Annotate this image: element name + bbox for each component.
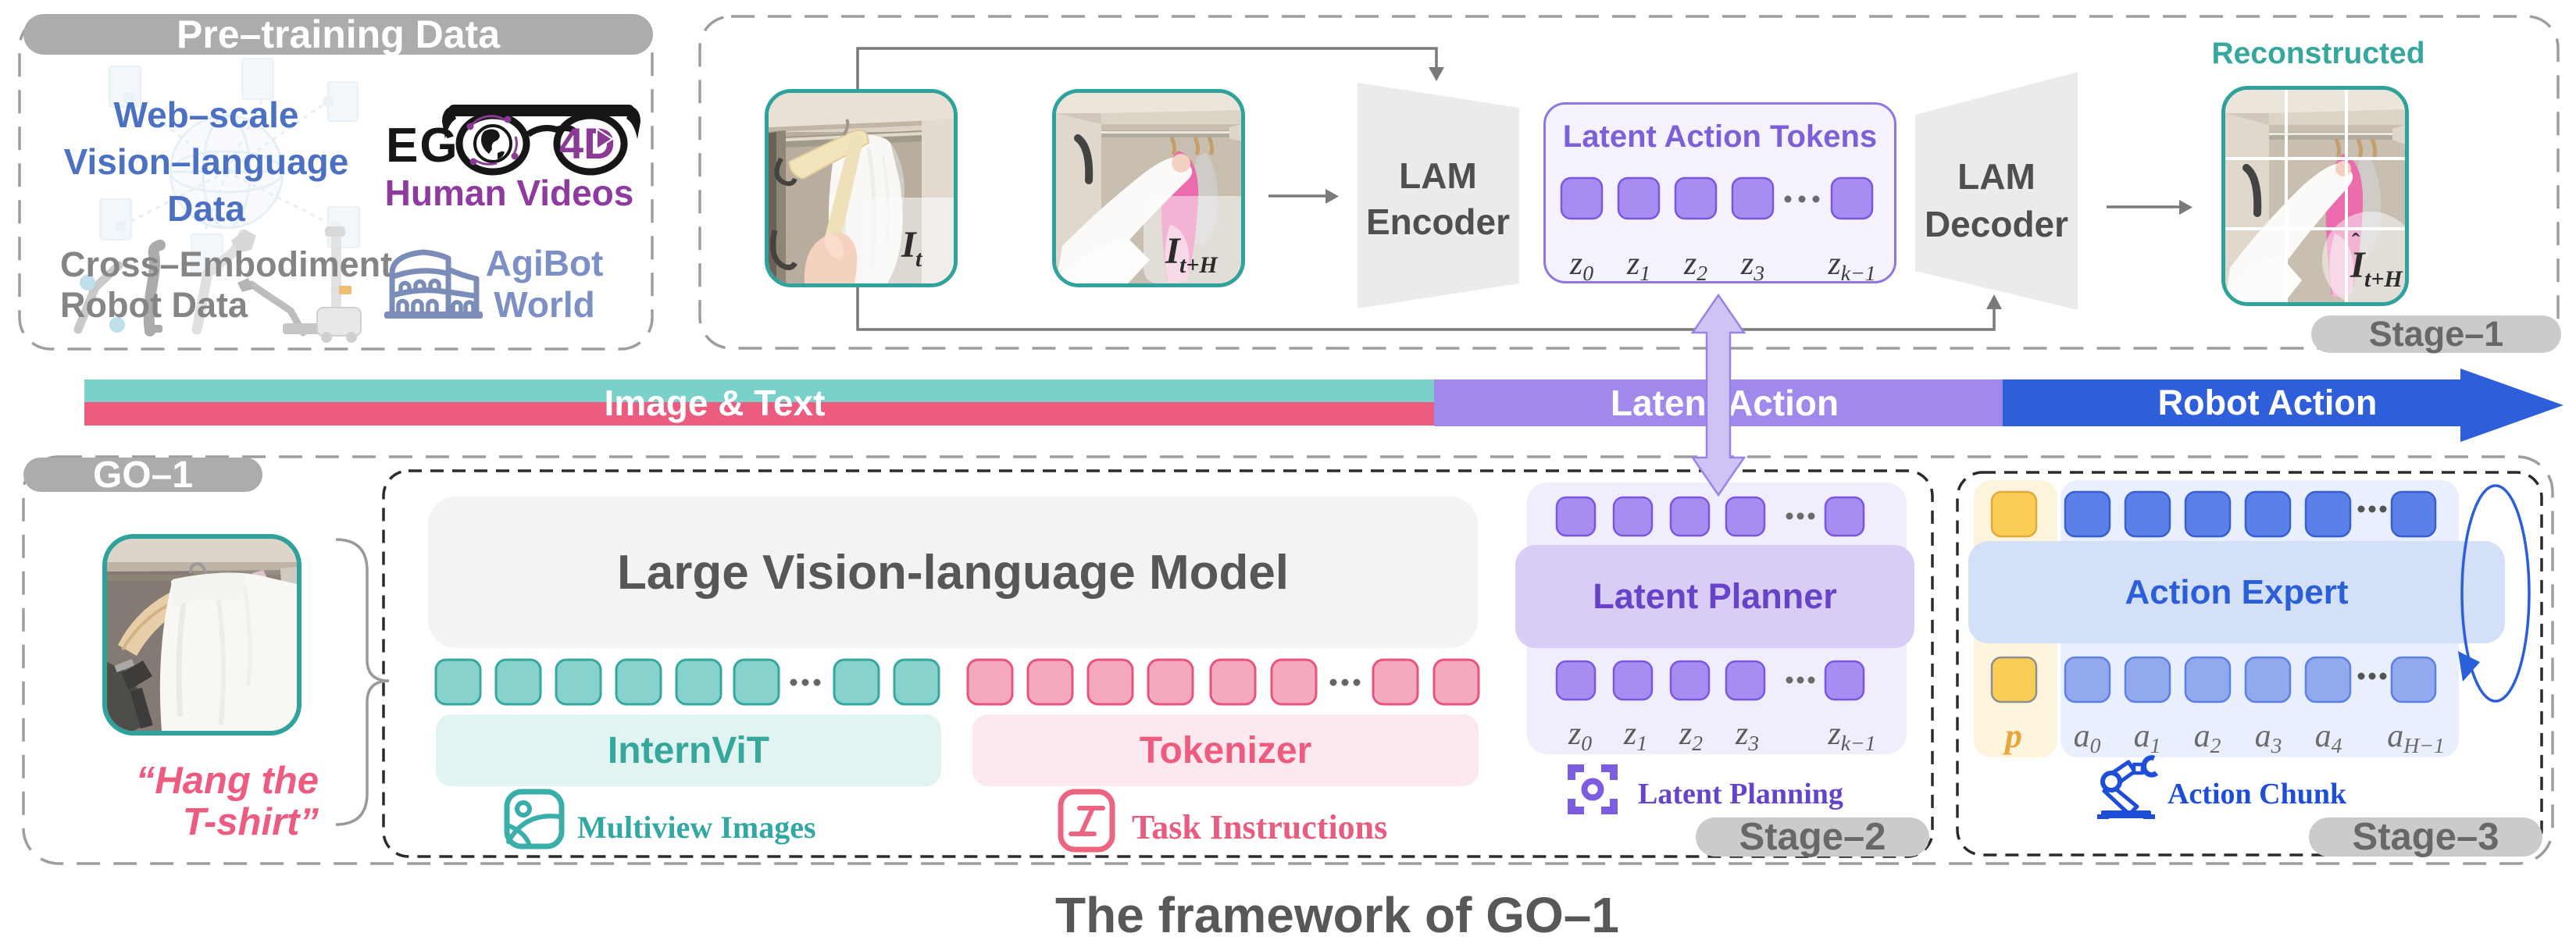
- svg-text:t+H: t+H: [1179, 252, 1218, 278]
- svg-text:t+H: t+H: [2364, 266, 2403, 292]
